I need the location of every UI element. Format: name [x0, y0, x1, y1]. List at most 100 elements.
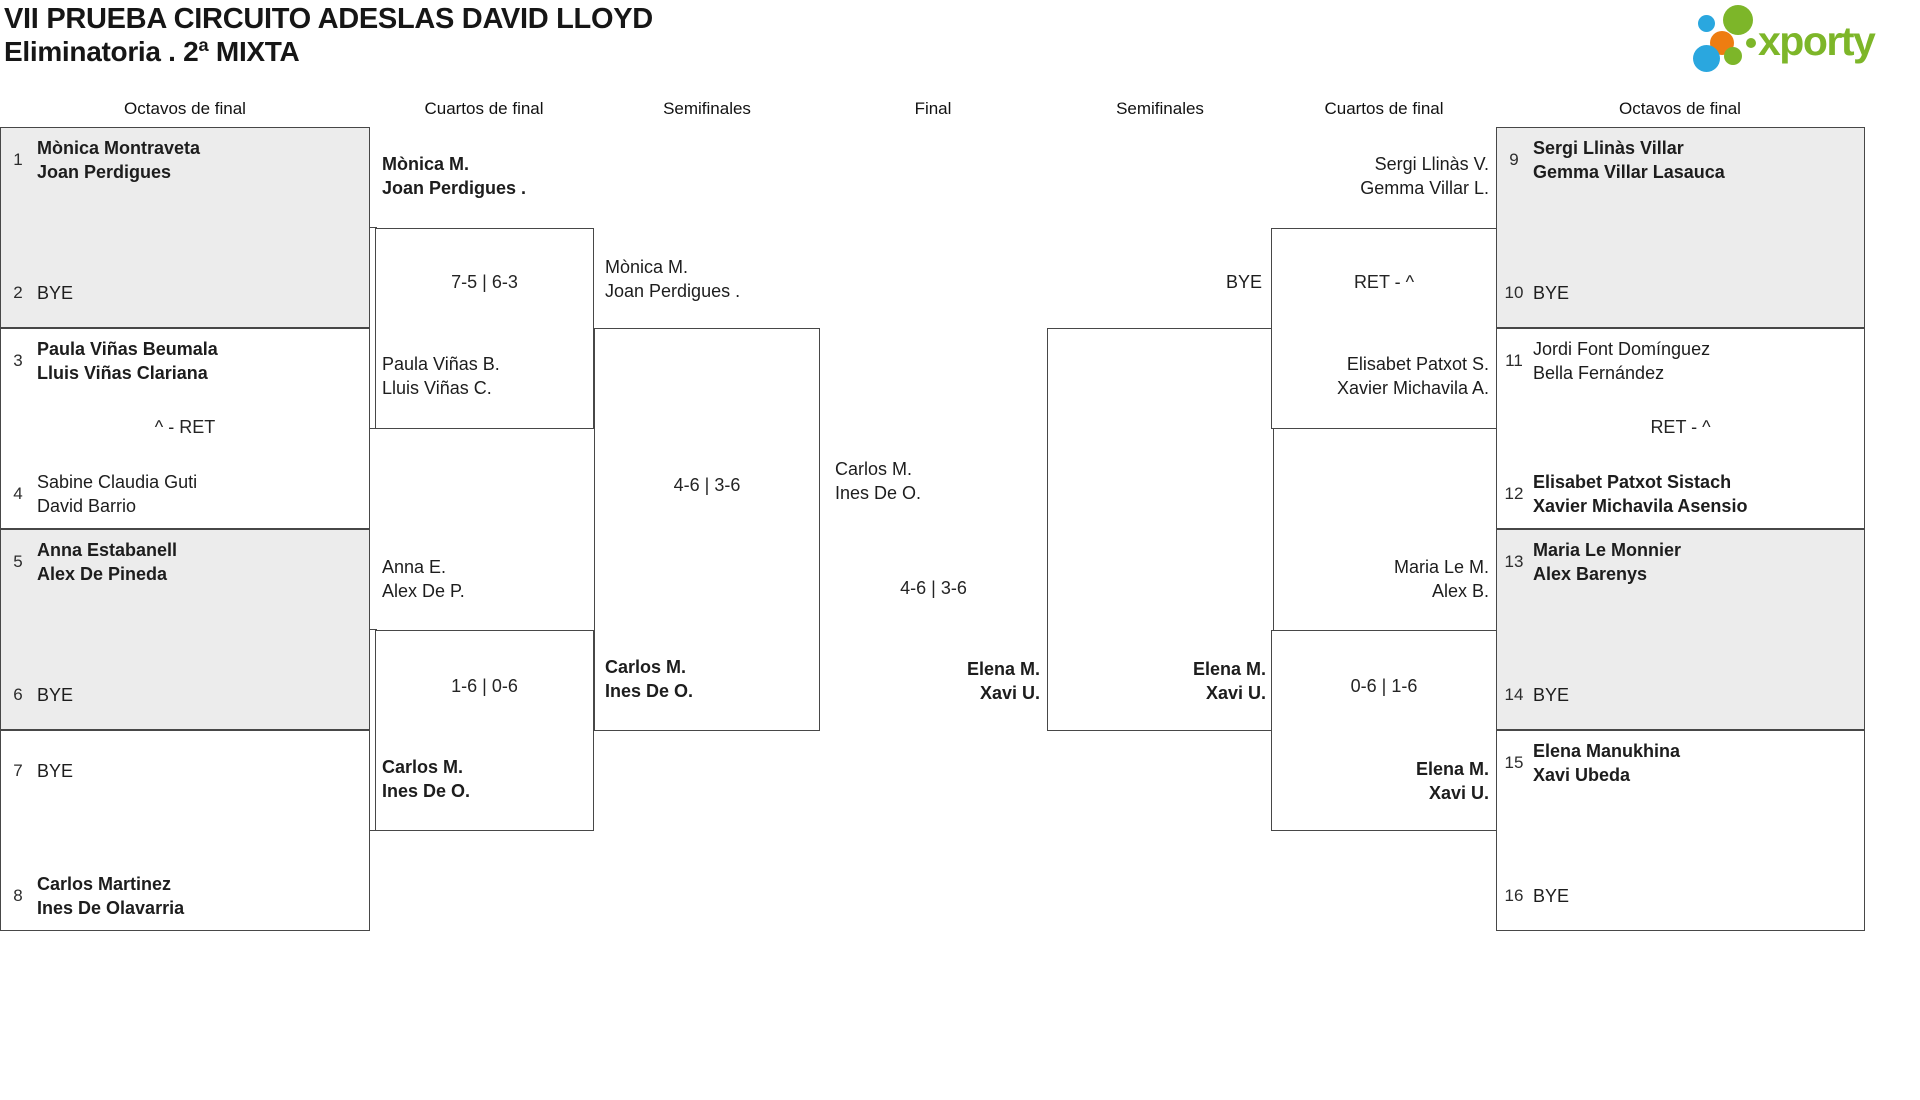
match-score: ^ - RET [154, 417, 216, 437]
final-score: 4-6 | 3-6 [900, 578, 967, 598]
octavos-right-match-1: 9 Sergi Llinàs Villar Gemma Villar Lasau… [1496, 127, 1865, 328]
round-header-final: Final [914, 99, 952, 118]
team-names: BYE [1533, 283, 1570, 303]
cuartos-right-1-top-team: Sergi Llinàs V. Gemma Villar L. [1360, 154, 1489, 198]
cuartos-left-2-score: 1-6 | 0-6 [451, 676, 518, 696]
seed-number: 1 [13, 150, 23, 169]
seed-number: 9 [1509, 150, 1519, 169]
logo-dot-blue-small-icon [1698, 15, 1715, 32]
seed-number: 4 [13, 484, 23, 503]
team-entry: 4 Sabine Claudia Guti David Barrio [7, 470, 197, 518]
logo-dot-green-tiny-icon [1746, 38, 1756, 48]
cuartos-right-1-score: RET - ^ [1353, 272, 1415, 292]
cuartos-left-1-score: 7-5 | 6-3 [451, 272, 518, 292]
team-entry: 15 Elena Manukhina Xavi Ubeda [1503, 739, 1681, 787]
octavos-left-match-1: 1 Mònica Montraveta Joan Perdigues 2 BYE [0, 127, 370, 328]
team-entry: 16 BYE [1503, 884, 1570, 908]
octavos-left-match-4: 7 BYE 8 Carlos Martinez Ines De Olavarri… [0, 730, 370, 931]
seed-number: 8 [13, 886, 23, 905]
page-title: VII PRUEBA CIRCUITO ADESLAS DAVID LLOYD [4, 3, 653, 35]
octavos-left-match-3: 5 Anna Estabanell Alex De Pineda 6 BYE [0, 529, 370, 730]
team-entry: 12 Elisabet Patxot Sistach Xavier Michav… [1503, 470, 1748, 518]
team-entry: 13 Maria Le Monnier Alex Barenys [1503, 538, 1682, 586]
seed-number: 6 [13, 685, 23, 704]
seed-number: 15 [1504, 753, 1524, 772]
connector-line [369, 227, 377, 228]
semifinal-left-top-team: Mònica M. Joan Perdigues . [605, 257, 741, 301]
team-names: Elisabet Patxot Sistach Xavier Michavila… [1533, 472, 1748, 516]
seed-number: 11 [1505, 351, 1523, 370]
round-header-semifinales-left: Semifinales [663, 99, 751, 118]
seed-number: 12 [1504, 484, 1524, 503]
cuartos-right-2-score: 0-6 | 1-6 [1350, 676, 1418, 696]
logo-dot-blue-big-icon [1693, 45, 1720, 72]
match-score: RET - ^ [1650, 417, 1711, 437]
semifinal-left-match [594, 328, 820, 731]
round-header-cuartos-right: Cuartos de final [1324, 99, 1444, 118]
seed-number: 10 [1504, 283, 1524, 302]
team-entry: 10 BYE [1503, 281, 1570, 305]
team-names: BYE [37, 761, 74, 781]
cuartos-left-match-2 [375, 630, 594, 831]
cuartos-right-2-top-team: Maria Le M. Alex B. [1393, 557, 1489, 601]
team-entry: 9 Sergi Llinàs Villar Gemma Villar Lasau… [1503, 136, 1725, 184]
team-names: BYE [37, 685, 74, 705]
cuartos-left-1-top-team: Mònica M. Joan Perdigues . [382, 154, 527, 198]
octavos-left-match-2: 3 Paula Viñas Beumala Lluis Viñas Claria… [0, 328, 370, 529]
octavos-right-match-2: 11 Jordi Font Domínguez Bella Fernández … [1496, 328, 1865, 529]
logo-wordmark: xporty [1758, 18, 1876, 64]
team-names: Paula Viñas Beumala Lluis Viñas Clariana [37, 339, 218, 383]
cuartos-left-match-1 [375, 228, 594, 429]
cuartos-right-match-2 [1271, 630, 1497, 831]
seed-number: 3 [13, 351, 23, 370]
team-entry: 11 Jordi Font Domínguez Bella Fernández [1503, 337, 1710, 385]
team-names: BYE [37, 283, 74, 303]
round-header-octavos-left: Octavos de final [124, 99, 246, 118]
team-names: Maria Le Monnier Alex Barenys [1533, 540, 1682, 584]
round-header-octavos-right: Octavos de final [1619, 99, 1741, 118]
team-entry: 7 BYE [7, 759, 73, 783]
team-entry: 3 Paula Viñas Beumala Lluis Viñas Claria… [7, 337, 218, 385]
team-names: Mònica Montraveta Joan Perdigues [37, 138, 201, 182]
octavos-right-match-4: 15 Elena Manukhina Xavi Ubeda 16 BYE [1496, 730, 1865, 931]
connector-line [369, 830, 377, 831]
semifinal-left-bottom-team: Carlos M. Ines De O. [605, 657, 694, 701]
seed-number: 14 [1504, 685, 1524, 704]
team-names: BYE [1533, 685, 1570, 705]
final-top-team: Carlos M. Ines De O. [835, 459, 922, 503]
final-bottom-team: Elena M. Xavi U. [966, 659, 1040, 703]
team-entry: 6 BYE [7, 683, 73, 707]
team-entry: 5 Anna Estabanell Alex De Pineda [7, 538, 177, 586]
cuartos-right-2-bottom-team: Elena M. Xavi U. [1415, 759, 1489, 803]
team-entry: 8 Carlos Martinez Ines De Olavarria [7, 872, 184, 920]
team-names: Elena Manukhina Xavi Ubeda [1533, 741, 1681, 785]
semifinal-right-top-team: BYE [1225, 272, 1262, 292]
seed-number: 2 [13, 283, 23, 302]
seed-number: 7 [13, 761, 23, 780]
semifinal-right-match [1047, 328, 1274, 731]
connector-line [369, 629, 377, 630]
team-entry: 2 BYE [7, 281, 73, 305]
team-names: Anna Estabanell Alex De Pineda [37, 540, 178, 584]
xporty-logo[interactable]: xporty [1688, 2, 1913, 76]
team-entry: 14 BYE [1503, 683, 1570, 707]
seed-number: 13 [1504, 552, 1524, 571]
team-names: Sabine Claudia Guti David Barrio [37, 472, 198, 516]
page-subtitle: Eliminatoria . 2ª MIXTA [4, 36, 300, 67]
round-header-cuartos-left: Cuartos de final [424, 99, 544, 118]
logo-dot-green-small-icon [1724, 47, 1742, 65]
cuartos-right-1-bottom-team: Elisabet Patxot S. Xavier Michavila A. [1336, 354, 1489, 398]
cuartos-right-match-1 [1271, 228, 1497, 429]
team-names: Carlos Martinez Ines De Olavarria [37, 874, 185, 918]
octavos-right-match-3: 13 Maria Le Monnier Alex Barenys 14 BYE [1496, 529, 1865, 730]
round-header-semifinales-right: Semifinales [1116, 99, 1204, 118]
cuartos-left-2-top-team: Anna E. Alex De P. [382, 557, 465, 601]
seed-number: 16 [1504, 886, 1524, 905]
semifinal-right-bottom-team: Elena M. Xavi U. [1192, 659, 1266, 703]
cuartos-left-1-bottom-team: Paula Viñas B. Lluis Viñas C. [382, 354, 500, 398]
team-entry: 1 Mònica Montraveta Joan Perdigues [7, 136, 200, 184]
semifinal-left-score: 4-6 | 3-6 [673, 475, 741, 495]
seed-number: 5 [13, 552, 23, 571]
cuartos-left-2-bottom-team: Carlos M. Ines De O. [382, 757, 471, 801]
